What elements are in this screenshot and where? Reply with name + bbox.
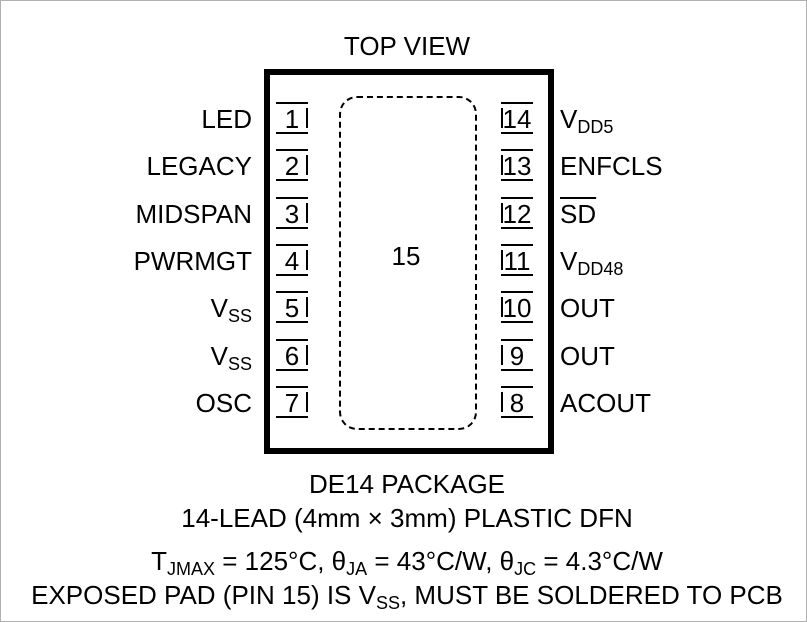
pin-2: 2	[272, 149, 312, 181]
pin-9: 9	[497, 339, 537, 371]
pin-7: 7	[272, 386, 312, 418]
pin-12: 12	[501, 197, 533, 229]
pin-label-pwrmgt: PWRMGT	[133, 246, 252, 276]
exposed-pad-note: EXPOSED PAD (PIN 15) IS VSS, MUST BE SOL…	[31, 580, 783, 613]
pin-label-midspan: MIDSPAN	[135, 199, 252, 229]
exposed-pad-number: 15	[391, 241, 421, 271]
pin-label-vdd48: VDD48	[560, 246, 624, 279]
pin-3: 3	[272, 197, 312, 229]
top-view-title: TOP VIEW	[343, 31, 471, 61]
pin-label-enfcls: ENFCLS	[560, 151, 663, 181]
pin-8: 8	[497, 386, 537, 418]
pin-label-legacy: LEGACY	[146, 151, 253, 181]
package-description: 14-LEAD (4mm × 3mm) PLASTIC DFN	[181, 503, 633, 533]
pin-4: 4	[272, 244, 312, 276]
pin-10: 10	[501, 291, 533, 323]
package-outline	[264, 69, 554, 454]
thermal-specs: TJMAX = 125°C, θJA = 43°C/W, θJC = 4.3°C…	[151, 546, 663, 579]
pin-label-sd-bar: SD	[560, 199, 597, 229]
pin-1: 1	[272, 102, 312, 134]
pin-label-out-10: OUT	[560, 293, 615, 323]
pin-label-led: LED	[201, 104, 252, 134]
pin-label-vdd5: VDD5	[560, 104, 614, 137]
package-name: DE14 PACKAGE	[308, 469, 506, 499]
pin-label-osc: OSC	[195, 388, 252, 418]
pin-11: 11	[497, 244, 537, 276]
pin-14: 14	[501, 102, 533, 134]
pin-13: 13	[501, 149, 533, 181]
pin-label-vss-5: VSS	[210, 293, 252, 326]
pin-label-out-9: OUT	[560, 341, 615, 371]
exposed-pad	[339, 96, 477, 430]
pin-label-vss-6: VSS	[210, 341, 252, 374]
pin-5: 5	[272, 291, 312, 323]
pin-6: 6	[272, 339, 312, 371]
pin-label-acout: ACOUT	[560, 388, 651, 418]
